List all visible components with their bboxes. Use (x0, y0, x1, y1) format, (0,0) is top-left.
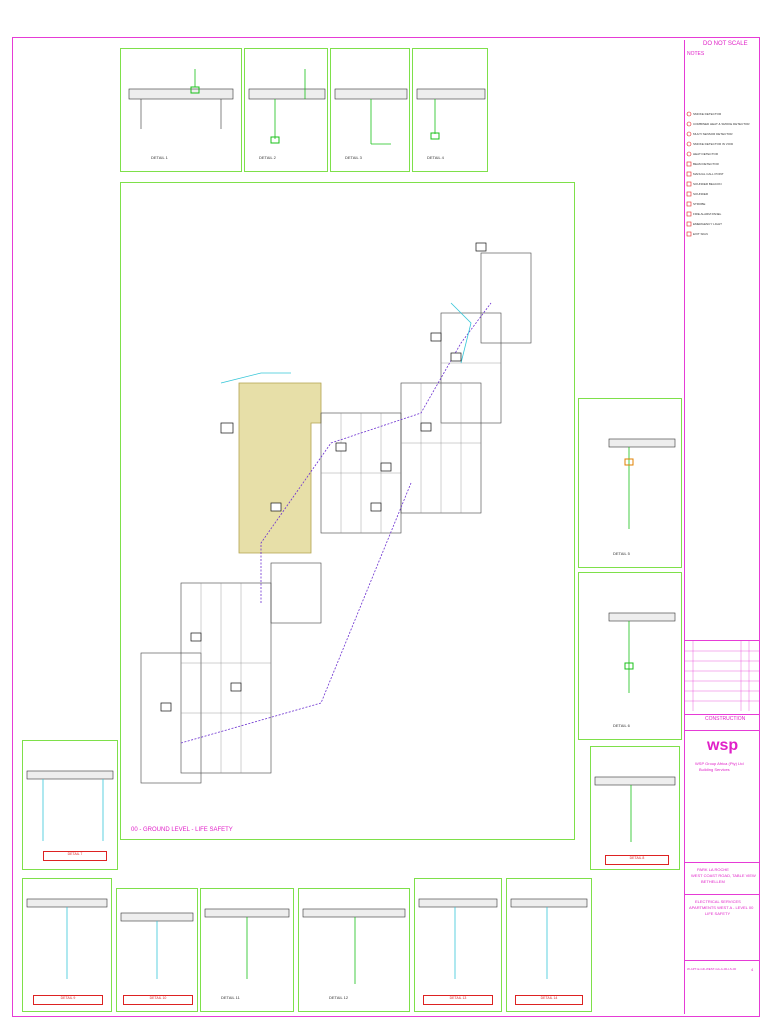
drawing-title-block: ELECTRICAL SERVICES APARTMENTS WEST A - … (685, 894, 759, 924)
status-label: CONSTRUCTION (705, 716, 746, 722)
detail-frame-13: DETAIL 13 (414, 878, 502, 1012)
plan-frame: 00 - GROUND LEVEL - LIFE SAFETY (120, 182, 575, 840)
detail-frame-12: DETAIL 12 (298, 888, 410, 1012)
detail-frame-5: DETAIL 5 (578, 398, 682, 568)
detail-1-caption: DETAIL 1 (151, 155, 168, 160)
legend-item: SOUNDER (693, 192, 709, 196)
legend-item: EMERGENCY LIGHT (693, 222, 722, 226)
detail-1-drawing (128, 69, 234, 129)
detail-frame-6: DETAIL 6 (578, 572, 682, 740)
detail-14-drawing (510, 898, 588, 979)
project-line-1: PARK LA ROCHE (697, 867, 729, 872)
legend-item: SMOKE DETECTOR (693, 112, 722, 116)
notes-heading: NOTES (687, 51, 705, 57)
legend-symbols (686, 111, 692, 237)
drawing-number: W-APT-E-GD-WEST-GA-A-00-LS-00 (687, 967, 737, 971)
legend-item: STROBE (693, 202, 706, 206)
legend-item: SMOKE DETECTOR IN VOID (693, 142, 734, 146)
legend-item: SOUNDER BEACON (693, 182, 722, 186)
detail-9-drawing (26, 898, 108, 979)
company-logo: wsp (707, 737, 739, 754)
detail-frame-7: DETAIL 7 (22, 740, 118, 870)
detail-12-drawing (302, 908, 406, 984)
project-line-3: BETHELLEM (701, 879, 725, 884)
detail-3-caption: DETAIL 3 (345, 155, 362, 160)
company-subtitle: Building Services (699, 767, 730, 772)
legend-item: HEAT DETECTOR (693, 152, 719, 156)
revision-number: 4 (751, 967, 754, 972)
detail-13-caption: DETAIL 13 (423, 995, 493, 1005)
drawing-line-3: LIFE SAFETY (705, 911, 731, 916)
detail-frame-11: DETAIL 11 (200, 888, 294, 1012)
drawing-line-1: ELECTRICAL SERVICES (695, 899, 741, 904)
detail-8-drawing (594, 776, 676, 842)
detail-14-caption: DETAIL 14 (515, 995, 583, 1005)
project-block: PARK LA ROCHE WEST COAST ROAD, TABLE VIE… (685, 862, 759, 892)
legend-item: COMBINED HEAT & SMOKE DETECTOR (693, 122, 750, 126)
drawing-line-2: APARTMENTS WEST A - LEVEL 00 (689, 905, 754, 910)
detail-6-caption: DETAIL 6 (613, 723, 630, 728)
detail-frame-9: DETAIL 9 (22, 878, 112, 1012)
legend-item: BEAM DETECTOR (693, 162, 719, 166)
detail-8-caption: DETAIL 8 (605, 855, 669, 865)
detail-10-caption: DETAIL 10 (123, 995, 193, 1005)
detail-frame-8: DETAIL 8 (590, 746, 680, 870)
detail-2-caption: DETAIL 2 (259, 155, 276, 160)
detail-4-caption: DETAIL 4 (427, 155, 444, 160)
detail-9-caption: DETAIL 9 (33, 995, 103, 1005)
detail-7-caption: DETAIL 7 (43, 851, 107, 861)
detail-frame-14: DETAIL 14 (506, 878, 592, 1012)
drawing-number-row: W-APT-E-GD-WEST-GA-A-00-LS-00 4 (685, 960, 759, 986)
status-row: CONSTRUCTION (685, 714, 759, 726)
core-zone (238, 382, 322, 554)
drawing-sheet-border (12, 37, 760, 1017)
detail-13-drawing (418, 898, 498, 979)
detail-11-caption: DETAIL 11 (221, 995, 240, 1000)
detail-4-drawing (416, 88, 486, 140)
detail-frame-10: DETAIL 10 (116, 888, 198, 1012)
company-name: WSP Group Africa (Pty) Ltd (695, 761, 744, 766)
detail-11-drawing (204, 908, 290, 979)
legend-item: FIRE ALARM PANEL (693, 212, 722, 216)
detail-frame-2: DETAIL 2 (244, 48, 328, 172)
plan-label: 00 - GROUND LEVEL - LIFE SAFETY (131, 827, 233, 833)
company-block: wsp WSP Group Africa (Pty) Ltd Building … (685, 730, 759, 810)
revision-table (685, 640, 759, 711)
detail-frame-3: DETAIL 3 (330, 48, 410, 172)
detail-2-drawing (248, 69, 326, 144)
do-not-scale: DO NOT SCALE (703, 41, 748, 47)
title-block: DO NOT SCALE NOTES SMOKE DETECTOR COMBIN… (684, 40, 759, 1014)
floor-plan-drawing: 00 - GROUND LEVEL - LIFE SAFETY (131, 242, 532, 833)
legend-item: EXIT SIGN (693, 232, 708, 236)
detail-5-caption: DETAIL 5 (613, 551, 630, 556)
legend-item: MULTI SENSOR DETECTOR (693, 132, 733, 136)
project-line-2: WEST COAST ROAD, TABLE VIEW (691, 873, 756, 878)
detail-10-drawing (120, 912, 194, 979)
detail-7-drawing (26, 770, 114, 841)
legend-item: MANUAL CALL POINT (693, 172, 724, 176)
detail-5-drawing (608, 438, 676, 529)
detail-6-drawing (608, 612, 676, 693)
detail-12-caption: DETAIL 12 (329, 995, 349, 1000)
detail-frame-4: DETAIL 4 (412, 48, 488, 172)
detail-3-drawing (334, 88, 408, 145)
detail-frame-1: DETAIL 1 (120, 48, 242, 172)
